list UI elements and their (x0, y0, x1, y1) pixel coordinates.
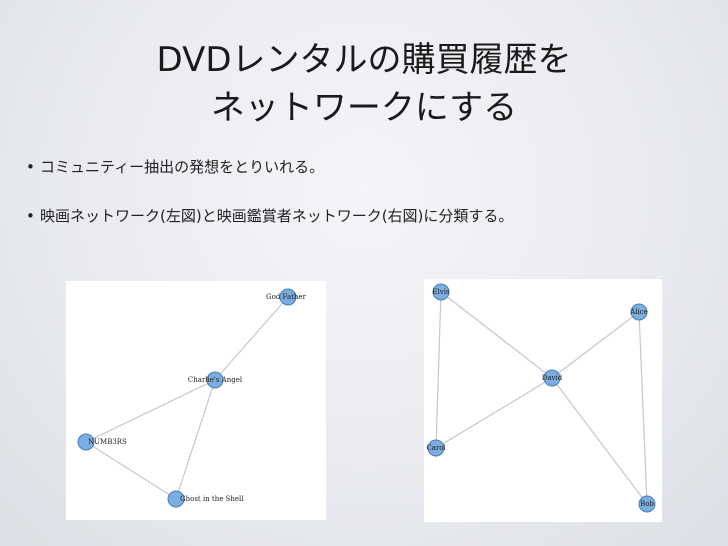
graph-node-label: Elvis (432, 288, 450, 296)
graph-node (630, 303, 648, 321)
graph-edge (551, 377, 648, 505)
graph-node (432, 283, 450, 301)
bullet-dot: • (26, 158, 35, 176)
graph-edge (85, 441, 177, 500)
graph-node (77, 433, 95, 451)
slide-title-line1: DVDレンタルの購買履歴を (156, 40, 572, 80)
slide-title-line2: ネットワークにする (210, 88, 518, 128)
graph-edge (638, 311, 648, 505)
graph-edge (551, 311, 640, 379)
graph-node (206, 371, 224, 389)
graph-node (427, 439, 445, 457)
graph-node (543, 369, 561, 387)
bullet-text-2: 映画ネットワーク(左図)と映画鑑賞者ネットワーク(右図)に分類する。 (40, 207, 514, 225)
graph-node (638, 495, 656, 513)
graph-node-label: David (542, 374, 563, 382)
graph-node-label: NUMB3RS (88, 438, 127, 446)
graph-edge (435, 377, 553, 449)
graph-node-label: Ghost in the Shell (180, 495, 244, 503)
bullet-dot: • (26, 207, 35, 225)
graph-node-label: God Father (266, 293, 307, 301)
graph-edge (440, 291, 553, 379)
graph-node (279, 288, 297, 306)
graph-edge (175, 379, 216, 500)
graph-node-label: Bob (640, 500, 654, 508)
graph-edge (85, 379, 216, 443)
graph-edge (435, 291, 442, 449)
graph-node-label: Charlie's Angel (188, 376, 243, 384)
graph-edge (214, 296, 289, 381)
bullet-item-1: • コミュニティー抽出の発想をとりいれる。 (26, 156, 324, 177)
graph-node (167, 490, 185, 508)
bullet-item-2: • 映画ネットワーク(左図)と映画鑑賞者ネットワーク(右図)に分類する。 (26, 205, 513, 226)
graph-node-label: Alice (629, 308, 648, 316)
bullet-text-1: コミュニティー抽出の発想をとりいれる。 (40, 158, 325, 176)
graph-node-label: Carol (426, 444, 446, 452)
